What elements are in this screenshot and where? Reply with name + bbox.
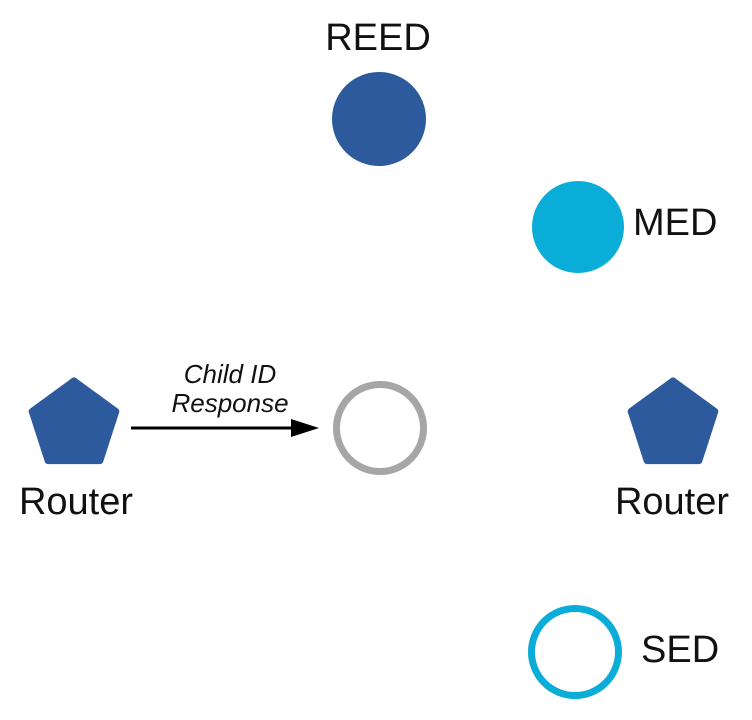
med-node-label: MED — [633, 202, 718, 244]
router-left-node-label: Router — [18, 481, 134, 523]
router-right-pentagon-icon — [627, 377, 719, 465]
arrow-right-icon — [131, 419, 319, 437]
joiner-node-circle-icon — [333, 381, 427, 475]
sed-node-circle-icon — [528, 605, 622, 699]
med-node-circle-icon — [532, 181, 624, 273]
reed-node-label: REED — [325, 17, 431, 59]
reed-node-circle-icon — [332, 72, 426, 166]
sed-node-label: SED — [641, 629, 720, 671]
router-left-pentagon-icon — [28, 377, 120, 465]
child-id-response-message-label: Child ID Response — [171, 359, 289, 418]
router-right-node-label: Router — [614, 481, 730, 523]
